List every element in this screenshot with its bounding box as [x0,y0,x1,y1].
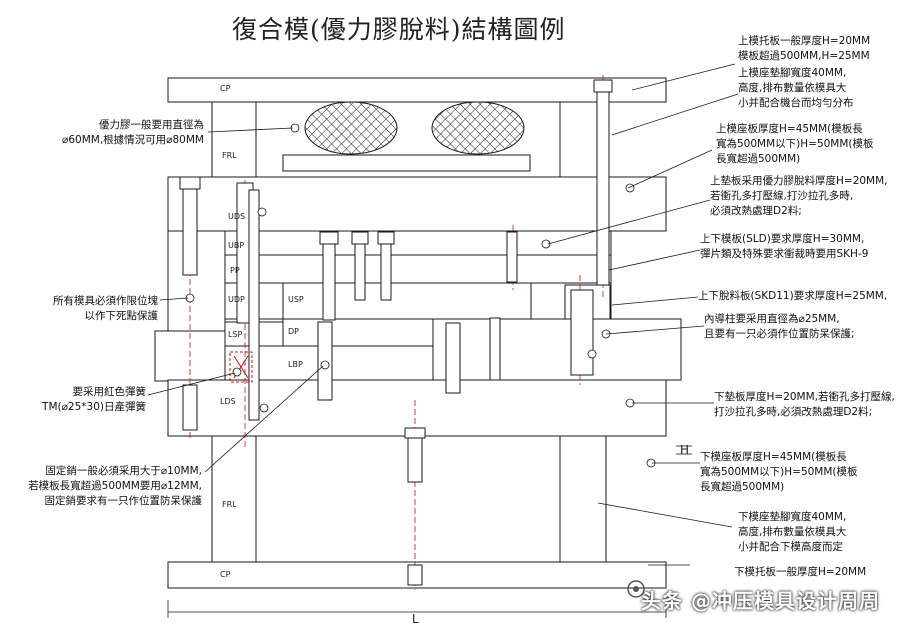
urethane-holder [282,154,531,172]
long-screw-right [596,84,610,286]
cp-top-plate [167,77,667,103]
note-slide: 上下模板(SLD)要求厚度H=30MM, 彈片類及特殊要求衝裁時要用SKH-9 [700,233,869,260]
note-lower-shoe: 下模座板厚度H=45MM(模板長 寬為500MM以下)H=50MM(模板 長寬超… [700,451,858,493]
note-dowel: 固定銷一般必須采用大于⌀10MM, 若模板長寬超過500MM要用⌀12MM, 固… [28,465,202,507]
leader-lines [147,63,739,566]
note-lower-clamp: 下模托板一般厚度H=20MM [734,566,867,578]
label-cp-bottom: CP [220,570,231,579]
label-pp: PP [230,266,240,275]
label-dp: DP [288,327,299,336]
dimension-lines [167,445,692,618]
note-upper-backing: 上墊板采用優力膠脫料厚度H=20MM, 若衝孔多打壓線,打沙拉孔多時, 必須改熱… [710,175,888,217]
urethane-left [304,101,398,155]
label-frl-top: FRL [222,151,237,160]
note-upper-shoe: 上模座板厚度H=45MM(模板長 寬為500MM以下)H=50MM(模板 長寬超… [716,123,874,165]
punch-1 [322,234,336,321]
dimension-l: L [412,612,419,626]
screw-dp [445,322,461,394]
label-usp: USP [288,295,304,304]
note-limit-block: 所有模具必須作限位塊 以作下死點保護 [53,295,158,322]
guide-post [570,289,594,376]
note-upper-leg: 上模座墊腳寬度40MM, 高度,排布數量依模具大 小并配合機台而均勻分布 [738,67,854,109]
note-lower-backing: 下墊板厚度H=20MM,若衝孔多打壓線, 打沙拉孔多時,必須改熱處理D2料; [714,391,895,418]
watermark: 头条 @冲压模具设计周周 [641,589,880,613]
screw-left-lds [182,384,198,431]
urethane-blocks [304,101,525,155]
urethane-right [431,101,525,155]
fasteners [179,79,613,586]
note-stripper: 上下脫料板(SKD11)要求厚度H=25MM, [698,290,888,302]
label-cp-top: CP [220,84,231,93]
screw-lower [407,431,423,483]
label-ubp: UBP [228,241,245,250]
punch-3 [380,234,392,301]
note-spring: 要采用紅色彈簧 TM(⌀25*30)日產彈簧 [42,386,146,413]
watermark-icon [627,580,645,598]
note-upper-clamp: 上模托板一般厚度H=20MM 模板超過500MM,H=25MM [738,35,871,62]
usp-block [282,282,532,320]
label-lbp: LBP [288,360,303,369]
upper-leg-left [211,101,257,178]
label-lds: LDS [220,397,236,406]
label-uds: UDS [228,212,246,221]
pin-dp-2 [489,317,501,381]
dimension-h: H [680,443,690,457]
lower-leg-right [559,435,607,563]
label-frl-bottom: FRL [222,500,237,509]
lower-leg-left [211,435,257,563]
punch-4 [506,231,518,283]
note-guide: 內導柱要采用直徑為⌀25MM, 且要有一只必須作位置防呆保護; [704,313,855,340]
right-die-plate [432,318,682,381]
note-lower-leg: 下模座墊腳寬度40MM, 高度,排布數量依模具大 小并配合下模高度而定 [738,511,847,553]
label-lsp: LSP [228,330,243,339]
diagram-title: 復合模(優力膠脫料)結構圖例 [232,15,566,44]
punch-2 [354,234,366,301]
pp-plate [224,254,612,284]
screw-left-uds [182,179,198,276]
label-udp: UDP [228,295,245,304]
screw-bottom [407,564,423,586]
pin-2 [248,189,260,421]
note-urethane: 優力膠一般要用直徑為 ⌀60MM,根據情況可用⌀80MM [62,119,204,146]
